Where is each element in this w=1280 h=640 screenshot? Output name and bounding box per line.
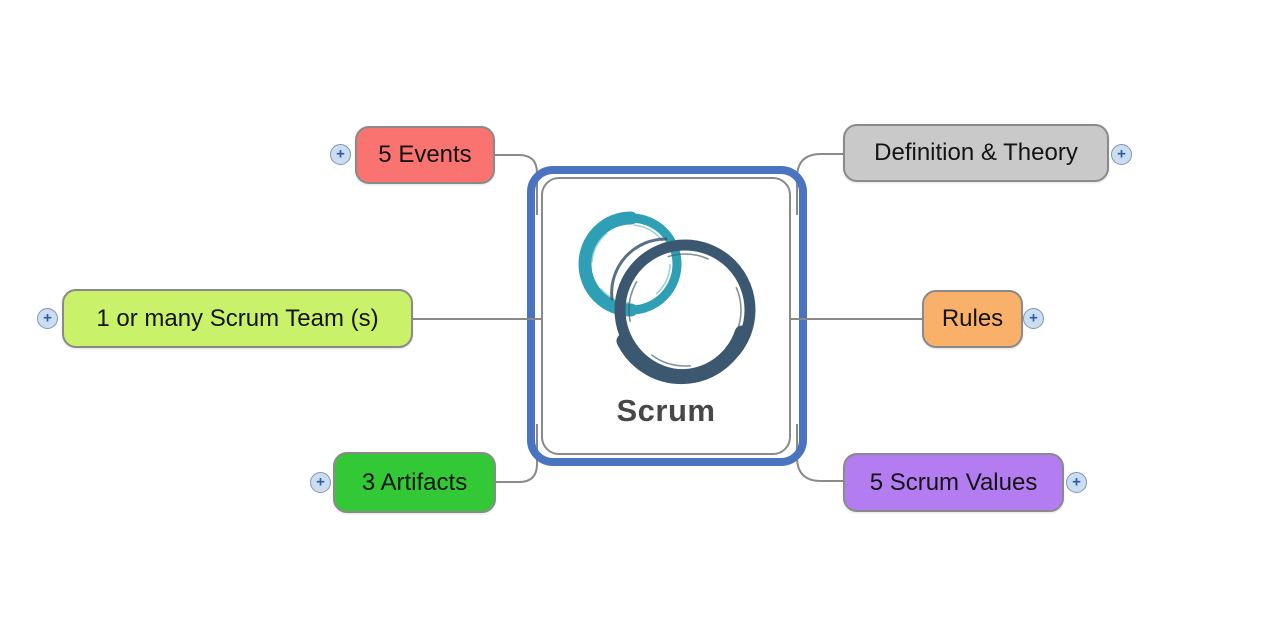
logo-teal-sketch-arc xyxy=(591,224,671,304)
plus-icon: + xyxy=(316,473,325,491)
add-child-button-definition-theory[interactable]: + xyxy=(1111,144,1132,165)
branch-label-rules: Rules xyxy=(941,305,1004,332)
center-selection-outline xyxy=(527,166,807,466)
plus-icon: + xyxy=(1072,473,1081,491)
plus-icon: + xyxy=(1029,309,1038,327)
branch-label-events: 5 Events xyxy=(378,141,472,168)
logo-teal-ring-thick-arc xyxy=(578,211,638,317)
logo-dark-sketch-arc xyxy=(628,253,742,367)
logo-dark-inner-tail xyxy=(610,237,668,301)
add-child-button-rules[interactable]: + xyxy=(1023,308,1044,329)
branch-node-scrum-team[interactable]: 1 or many Scrum Team (s) xyxy=(62,289,413,348)
plus-icon: + xyxy=(1117,145,1126,163)
plus-icon: + xyxy=(43,309,52,327)
scrum-logo-icon xyxy=(578,211,756,385)
branch-node-rules[interactable]: Rules xyxy=(922,290,1023,348)
center-node-scrum[interactable]: Scrum xyxy=(541,177,791,455)
branch-node-scrum-values[interactable]: 5 Scrum Values xyxy=(843,453,1064,512)
add-child-button-scrum-team[interactable]: + xyxy=(37,308,58,329)
plus-icon: + xyxy=(336,145,345,163)
branch-label-scrum-team: 1 or many Scrum Team (s) xyxy=(96,304,379,332)
add-child-button-scrum-values[interactable]: + xyxy=(1066,472,1087,493)
branch-label-definition-theory: Definition & Theory xyxy=(874,139,1078,166)
branch-node-artifacts[interactable]: 3 Artifacts xyxy=(333,452,496,513)
add-child-button-artifacts[interactable]: + xyxy=(310,472,331,493)
branch-node-definition-theory[interactable]: Definition & Theory xyxy=(843,124,1109,182)
branch-node-events[interactable]: 5 Events xyxy=(355,126,495,184)
add-child-button-events[interactable]: + xyxy=(330,144,351,165)
center-node-label: Scrum xyxy=(616,393,716,428)
branch-label-artifacts: 3 Artifacts xyxy=(361,468,468,496)
logo-dark-ring-thick-arc xyxy=(616,325,750,385)
connector-artifacts xyxy=(496,424,538,483)
branch-label-scrum-values: 5 Scrum Values xyxy=(869,468,1038,496)
